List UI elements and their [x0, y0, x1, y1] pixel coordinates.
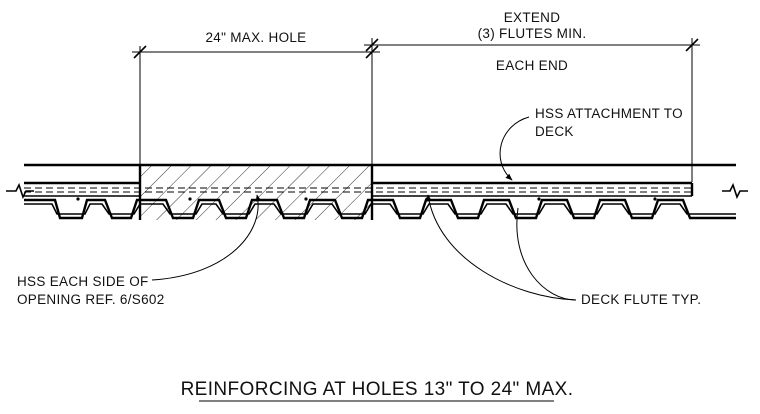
- hss-each-side-label-line1: HSS EACH SIDE OF: [17, 274, 149, 289]
- hss-each-side-label-line2: OPENING REF. 6/S602: [17, 292, 165, 307]
- max-hole-label: 24" MAX. HOLE: [206, 30, 307, 45]
- dimension-lines: [132, 38, 700, 182]
- extend-label-line1: EXTEND: [504, 10, 561, 25]
- extend-label-line3: EACH END: [496, 58, 568, 73]
- break-line-right: [722, 182, 748, 200]
- weld-marks: [76, 197, 657, 201]
- hss-attachment-label-line1: HSS ATTACHMENT TO: [535, 106, 683, 121]
- hss-opening-hatch: [140, 165, 372, 220]
- deck-flute-label: DECK FLUTE TYP.: [581, 292, 701, 307]
- deck-section: [6, 163, 748, 220]
- extend-label-line2: (3) FLUTES MIN.: [478, 26, 587, 41]
- leader-lines: [151, 116, 577, 301]
- break-line-left: [6, 182, 34, 200]
- hss-attachment-label-line2: DECK: [535, 124, 574, 139]
- detail-title: REINFORCING AT HOLES 13" TO 24" MAX.: [181, 379, 574, 400]
